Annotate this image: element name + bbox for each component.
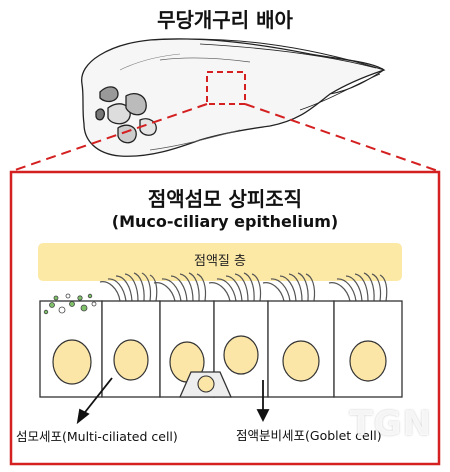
watermark-logo: TGN [349, 404, 432, 444]
embryo-title: 무당개구리 배아 [157, 8, 293, 32]
pointer-arrows [76, 377, 270, 425]
embryo-illustration [81, 38, 386, 157]
panel-subtitle: (Muco-ciliary epithelium) [111, 212, 339, 231]
cilia [99, 272, 388, 302]
zoom-connector-right [244, 103, 439, 172]
mucus-granules [43, 293, 97, 315]
zoom-region-box [206, 71, 246, 105]
zoom-connector-left [11, 103, 208, 172]
zoom-frame [9, 170, 441, 466]
mucus-layer [38, 243, 402, 281]
panel-title: 점액섬모 상피조직 [147, 187, 303, 211]
basal-nucleus [197, 375, 215, 393]
goblet-cell-label: 점액분비세포(Goblet cell) [236, 428, 382, 443]
mucus-layer-label: 점액질 층 [194, 254, 246, 269]
ciliated-cell-label: 섬모세포(Multi-ciliated cell) [16, 429, 178, 444]
